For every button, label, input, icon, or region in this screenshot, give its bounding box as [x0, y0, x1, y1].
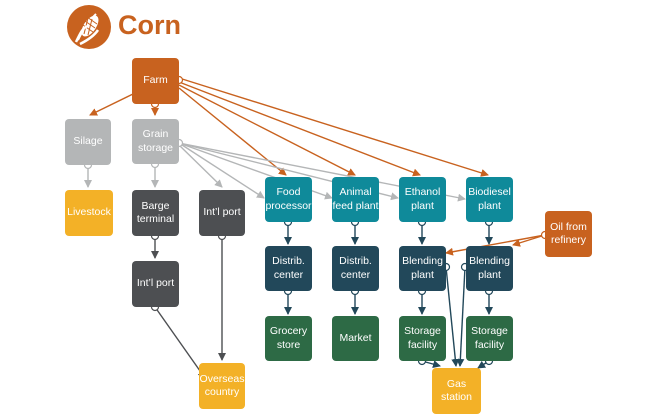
node-food-processor: Food processor [265, 177, 312, 222]
node-distrib-center-1: Distrib. center [265, 246, 312, 291]
diagram-title: Corn [118, 10, 181, 40]
node-barge-terminal: Barge terminal [132, 190, 179, 236]
node-biodiesel-plant: Biodiesel plant [466, 177, 513, 222]
node-silage: Silage [65, 119, 111, 165]
edge-farm-silage [89, 92, 136, 116]
edge-farm-biodiesel [178, 77, 489, 177]
node-intl-port-2: Int’l port [132, 261, 179, 307]
node-storage-facility-2: Storage facility [466, 316, 513, 361]
node-ethanol-plant: Ethanol plant [399, 177, 446, 222]
edge-intl-port-overseas-1 [154, 306, 206, 379]
edge-oil-blending-2 [512, 234, 546, 247]
node-blending-plant-2: Blending plant [466, 246, 513, 291]
edge-farm-ethanol [178, 81, 421, 177]
node-grocery-store: Grocery store [265, 316, 312, 361]
edge-grain-intl-port [178, 144, 223, 188]
node-farm: Farm [132, 58, 179, 104]
edge-blending1-gas [445, 266, 460, 367]
node-grain-storage: Grain storage [132, 119, 179, 164]
corn-cob-icon [67, 5, 111, 49]
node-blending-plant-1: Blending plant [399, 246, 446, 291]
node-gas-station: Gas station [432, 368, 481, 414]
edge-blending2-gas [456, 266, 466, 367]
edge-grain-food-processor [178, 142, 265, 199]
node-intl-port-1: Int’l port [199, 190, 245, 236]
node-oil-from-refinery: Oil from refinery [545, 211, 592, 257]
node-animal-feed-plant: Animal feed plant [332, 177, 379, 222]
node-overseas-country: Overseas country [199, 363, 245, 409]
node-livestock: Livestock [65, 190, 113, 236]
node-storage-facility-1: Storage facility [399, 316, 446, 361]
edge-oil-blending-1 [445, 234, 546, 256]
node-market: Market [332, 316, 379, 361]
edge-farm-animal-feed [178, 84, 356, 176]
node-distrib-center-2: Distrib. center [332, 246, 379, 291]
